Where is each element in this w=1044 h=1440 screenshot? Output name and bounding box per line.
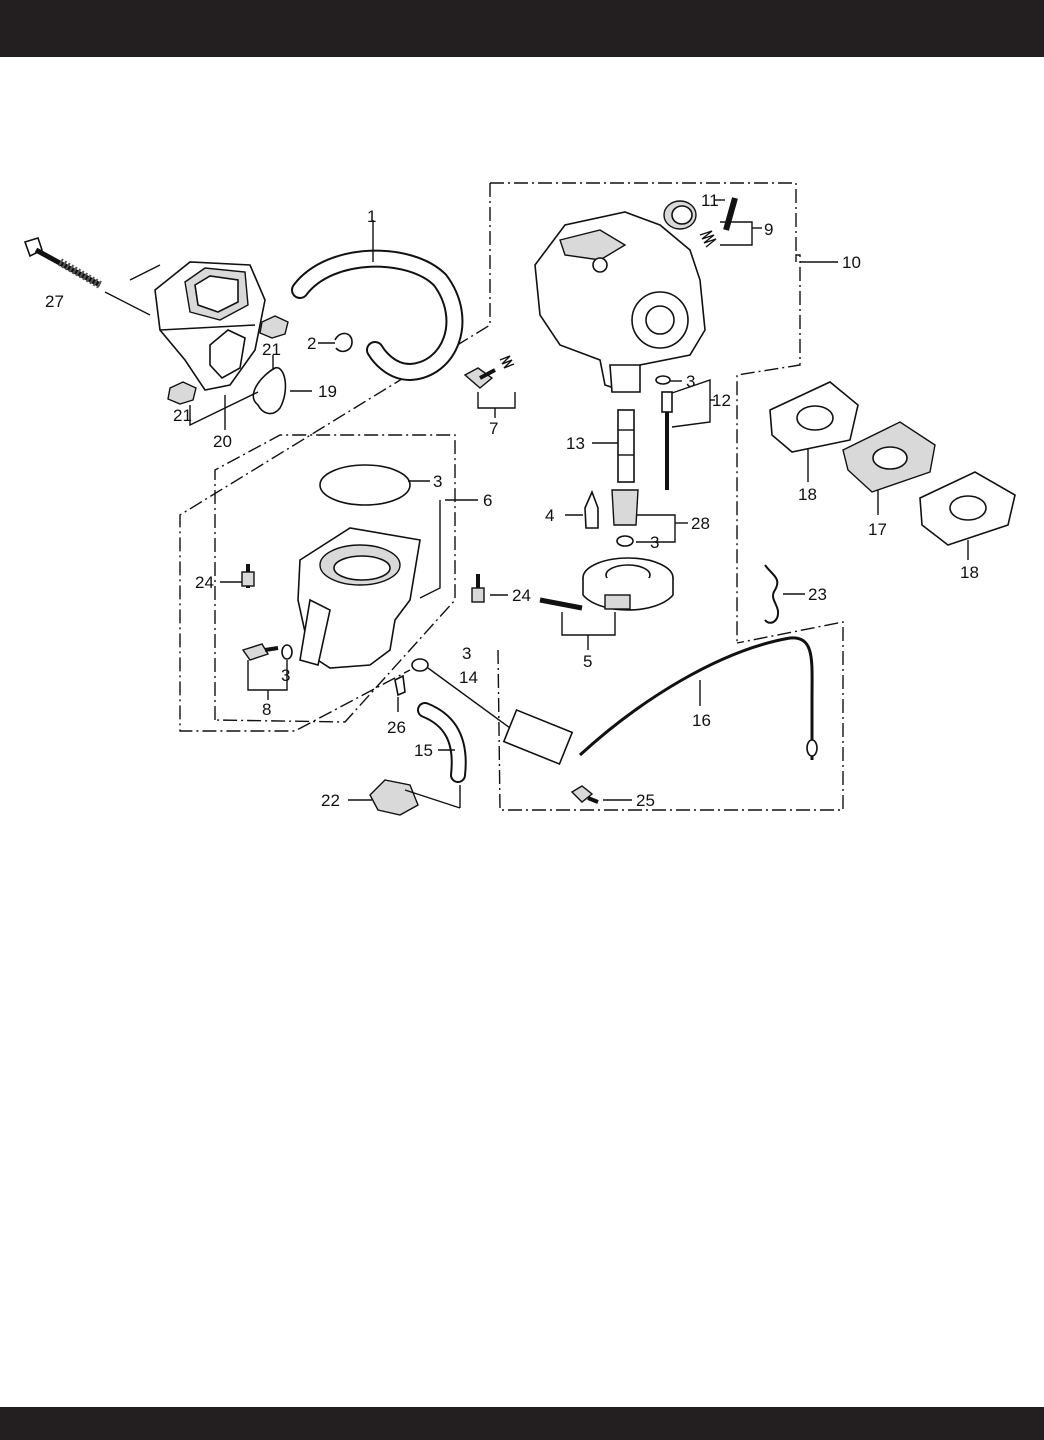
callout-6: 6 [483,491,492,510]
bolt-27 [23,237,161,316]
callout-15: 15 [414,741,433,760]
drain-screw-8 [241,643,293,661]
callout-25: 25 [636,791,655,810]
callout-11: 11 [701,191,719,210]
float-chamber-6 [297,527,421,669]
callout-1: 1 [367,207,376,226]
callout-26: 26 [387,718,406,737]
drain-holder-22 [369,779,419,816]
group-boundaries [179,182,844,811]
callout-8: 8 [262,700,271,719]
callout-21: 21 [262,340,281,359]
callout-10: 10 [842,253,861,272]
intake-elbow-20 [154,261,266,391]
breather-hose-1 [291,249,464,382]
callout-19: 19 [318,382,337,401]
callout-18: 18 [960,563,979,582]
drain-tube-15 [417,702,467,783]
screw-spring-9 [699,197,738,248]
screw-25 [570,785,599,804]
wire-clip-23 [764,564,780,624]
nuts-21 [167,315,289,405]
needle-12 [655,375,673,490]
callout-18: 18 [798,485,817,504]
float-5 [539,557,674,611]
callout-2: 2 [307,334,316,353]
callout-27: 27 [45,292,64,311]
callout-14: 14 [459,668,478,687]
callout-3: 3 [650,533,659,552]
screw-spring-7 [463,355,515,389]
clip-2 [334,332,353,353]
callout-24: 24 [512,586,531,605]
callout-5: 5 [583,652,592,671]
callout-3: 3 [433,472,442,491]
callout-16: 16 [692,711,711,730]
fuel-cut-solenoid-16 [502,636,818,766]
callout-13: 13 [566,434,585,453]
leader-lines [189,199,969,809]
callout-20: 20 [213,432,232,451]
carburetor-body-10 [534,211,706,393]
gasket-19 [252,367,287,415]
screws-24 [241,564,485,603]
callouts: 1 2 3 3 3 3 3 4 5 6 7 8 9 10 11 12 13 14… [45,191,979,810]
top-band [0,0,1044,57]
clip-26 [394,674,406,697]
callout-12: 12 [712,391,731,410]
insulator-18-upper [769,381,859,453]
callout-17: 17 [868,520,887,539]
callout-7: 7 [489,419,498,438]
o-ring-3 [319,464,411,506]
callout-23: 23 [808,585,827,604]
callout-22: 22 [321,791,340,810]
float-valve-4 [584,489,599,529]
cap-11 [663,200,697,230]
bottom-band [0,1407,1044,1440]
callout-21: 21 [173,406,192,425]
callout-3: 3 [462,644,471,663]
callout-28: 28 [691,514,710,533]
callout-24: 24 [195,573,214,592]
main-jet-28 [611,489,639,547]
callout-3: 3 [686,372,695,391]
washer-14 [411,658,429,672]
callout-3: 3 [281,666,290,685]
callout-9: 9 [764,220,773,239]
callout-4: 4 [545,506,554,525]
insulator-18-lower [919,471,1016,546]
emulsion-tube-13 [617,409,635,483]
insulator-17 [842,421,936,493]
